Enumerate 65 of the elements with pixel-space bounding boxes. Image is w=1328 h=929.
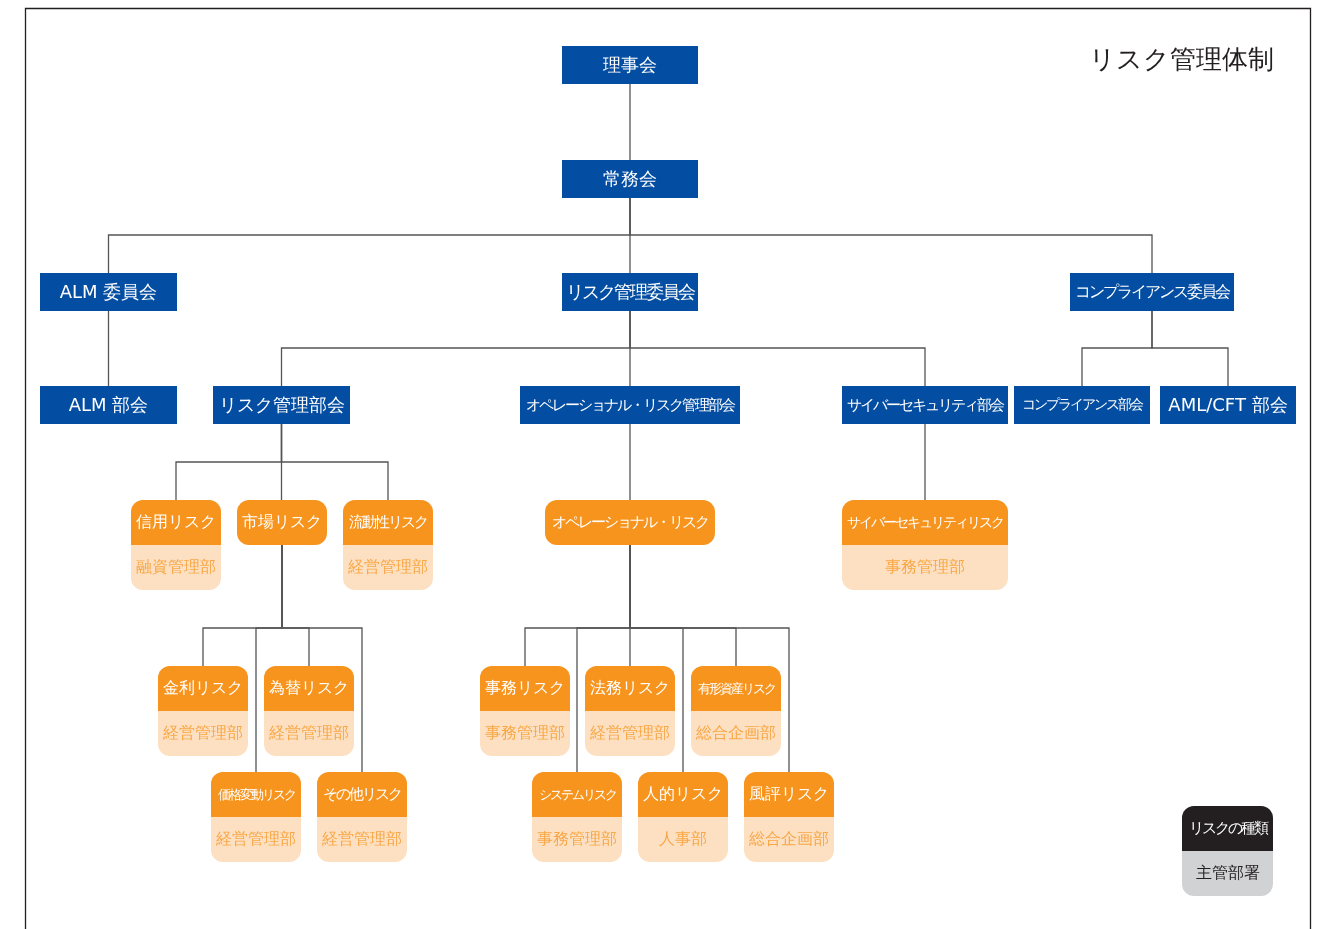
risk-name: 事務リスク	[480, 666, 570, 711]
department-label: 主管部署	[1194, 862, 1261, 884]
risk-name: 人的リスク	[638, 772, 728, 817]
risk-name: 価格変動リスク	[211, 772, 301, 817]
committee-box: リスク管理委員会	[562, 273, 698, 311]
risk-name: 有形資産リスク	[691, 666, 781, 711]
connector-line	[629, 310, 926, 387]
department-name: 経営管理部	[162, 722, 244, 744]
committee-box: 常務会	[562, 160, 698, 198]
risk-card	[343, 500, 433, 590]
connector-line	[281, 544, 363, 773]
risk-box: オペレーショナル・リスク	[545, 500, 715, 545]
risk-card	[691, 666, 781, 756]
risk-name: システムリスク	[532, 772, 622, 817]
risk-name: サイバーセキュリティリスク	[842, 500, 1008, 545]
risk-name: 流動性リスク	[343, 500, 433, 545]
risk-card	[744, 772, 834, 862]
department-name: 経営管理部	[215, 828, 297, 850]
risk-card	[131, 500, 221, 590]
department-name: 経営管理部	[347, 556, 429, 578]
department-name: 事務管理部	[536, 828, 618, 850]
department-name: 総合企画部	[748, 828, 830, 850]
committee-box: サイバーセキュリティ部会	[842, 386, 1008, 424]
risk-card	[585, 666, 675, 756]
risk-name: 為替リスク	[264, 666, 354, 711]
risk-name: その他リスク	[317, 772, 407, 817]
committee-box: ALM 部会	[40, 386, 177, 424]
department-name: 総合企画部	[695, 722, 777, 744]
risk-name: 風評リスク	[744, 772, 834, 817]
committee-box: 理事会	[562, 46, 698, 84]
committee-box: ALM 委員会	[40, 273, 177, 311]
connector-line	[107, 310, 110, 387]
key-card	[1182, 806, 1273, 896]
committee-box: オペレーショナル・リスク管理部会	[520, 386, 740, 424]
risk-box: 市場リスク	[237, 500, 327, 545]
department-name: 経営管理部	[268, 722, 350, 744]
diagram-title: リスク管理体制	[1089, 43, 1274, 76]
department-name: 事務管理部	[484, 722, 566, 744]
risk-card	[532, 772, 622, 862]
risk-card	[317, 772, 407, 862]
risk-name: 金利リスク	[158, 666, 248, 711]
department-name: 融資管理部	[135, 556, 217, 578]
committee-box: AML/CFT 部会	[1160, 386, 1296, 424]
risk-type-label: リスクの種類	[1182, 806, 1273, 851]
connector-line	[629, 423, 631, 501]
department-name: 事務管理部	[884, 556, 966, 578]
risk-card	[264, 666, 354, 756]
department-name: 経営管理部	[589, 722, 671, 744]
risk-card	[158, 666, 248, 756]
risk-card	[842, 500, 1008, 590]
connector-line	[280, 423, 389, 501]
department-name: 人事部	[658, 828, 708, 850]
risk-card	[480, 666, 570, 756]
connector-line	[629, 83, 631, 161]
connector-line	[1151, 310, 1229, 387]
department-name: 経営管理部	[321, 828, 403, 850]
risk-card	[211, 772, 301, 862]
risk-name: 信用リスク	[131, 500, 221, 545]
risk-card	[638, 772, 728, 862]
committee-box: リスク管理部会	[213, 386, 350, 424]
committee-box: コンプライアンス部会	[1014, 386, 1150, 424]
connector-line	[629, 197, 1153, 274]
connector-line	[924, 423, 926, 501]
committee-box: コンプライアンス委員会	[1070, 273, 1234, 311]
risk-name: 法務リスク	[585, 666, 675, 711]
